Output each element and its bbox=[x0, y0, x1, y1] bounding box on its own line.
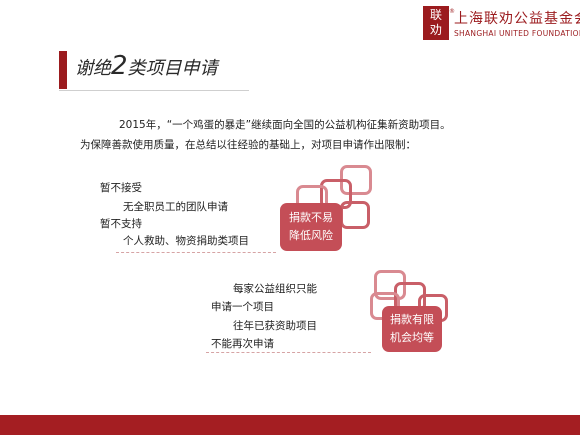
restriction-line-6: 不能再次申请 bbox=[211, 338, 274, 350]
dashed-divider-2 bbox=[206, 352, 371, 353]
restriction-detail-2: 个人救助、物资捐助类项目 bbox=[123, 235, 249, 247]
title-accent-bar bbox=[59, 51, 67, 89]
logo-name-cn: 上海联劝公益基金会 bbox=[454, 11, 580, 27]
badge-equal-opportunity: 捐款有限 机会均等 bbox=[382, 306, 442, 352]
slide-title: 谢绝2类项目申请 bbox=[75, 51, 218, 84]
chain-link bbox=[340, 201, 370, 229]
logo-mark-char-1: 联 bbox=[429, 8, 442, 22]
restriction-detail-1: 无全职员工的团队申请 bbox=[123, 201, 228, 213]
badge-text-3: 捐款有限 bbox=[390, 313, 434, 326]
footer-bar bbox=[0, 415, 580, 435]
title-suffix: 类项目申请 bbox=[127, 58, 218, 79]
restriction-line-5: 往年已获资助项目 bbox=[233, 320, 317, 332]
title-prefix: 谢绝 bbox=[75, 58, 111, 79]
intro-line-1: 2015年，“一个鸡蛋的暴走”继续面向全国的公益机构征集新资助项目。 bbox=[119, 119, 451, 131]
restriction-line-4: 申请一个项目 bbox=[211, 301, 274, 313]
title-underline bbox=[59, 90, 249, 91]
badge-text-4: 机会均等 bbox=[390, 331, 434, 344]
badge-text-1: 捐款不易 bbox=[289, 211, 333, 224]
intro-line-2: 为保障善款使用质量，在总结以往经验的基础上，对项目申请作出限制： bbox=[80, 139, 416, 151]
registered-mark: ® bbox=[449, 8, 455, 15]
restriction-line-3: 每家公益组织只能 bbox=[233, 283, 317, 295]
logo-mark: 联 劝 ® bbox=[423, 6, 455, 40]
badge-text-2: 降低风险 bbox=[289, 229, 333, 242]
restriction-label-1: 暂不接受 bbox=[100, 182, 142, 194]
logo-mark-char-2: 劝 bbox=[429, 23, 442, 37]
badge-donation-risk: 捐款不易 降低风险 bbox=[280, 203, 342, 251]
chain-link bbox=[374, 270, 406, 300]
title-number: 2 bbox=[111, 51, 128, 81]
foundation-logo: 联 劝 ® 上海联劝公益基金会 SHANGHAI UNITED FOUNDATI… bbox=[423, 6, 580, 46]
dashed-divider-1 bbox=[116, 252, 276, 253]
logo-name-en: SHANGHAI UNITED FOUNDATION bbox=[454, 29, 580, 38]
chain-graphic-2: 捐款有限 机会均等 bbox=[368, 268, 468, 358]
chain-graphic-1: 捐款不易 降低风险 bbox=[278, 163, 378, 258]
restriction-label-2: 暂不支持 bbox=[100, 218, 142, 230]
